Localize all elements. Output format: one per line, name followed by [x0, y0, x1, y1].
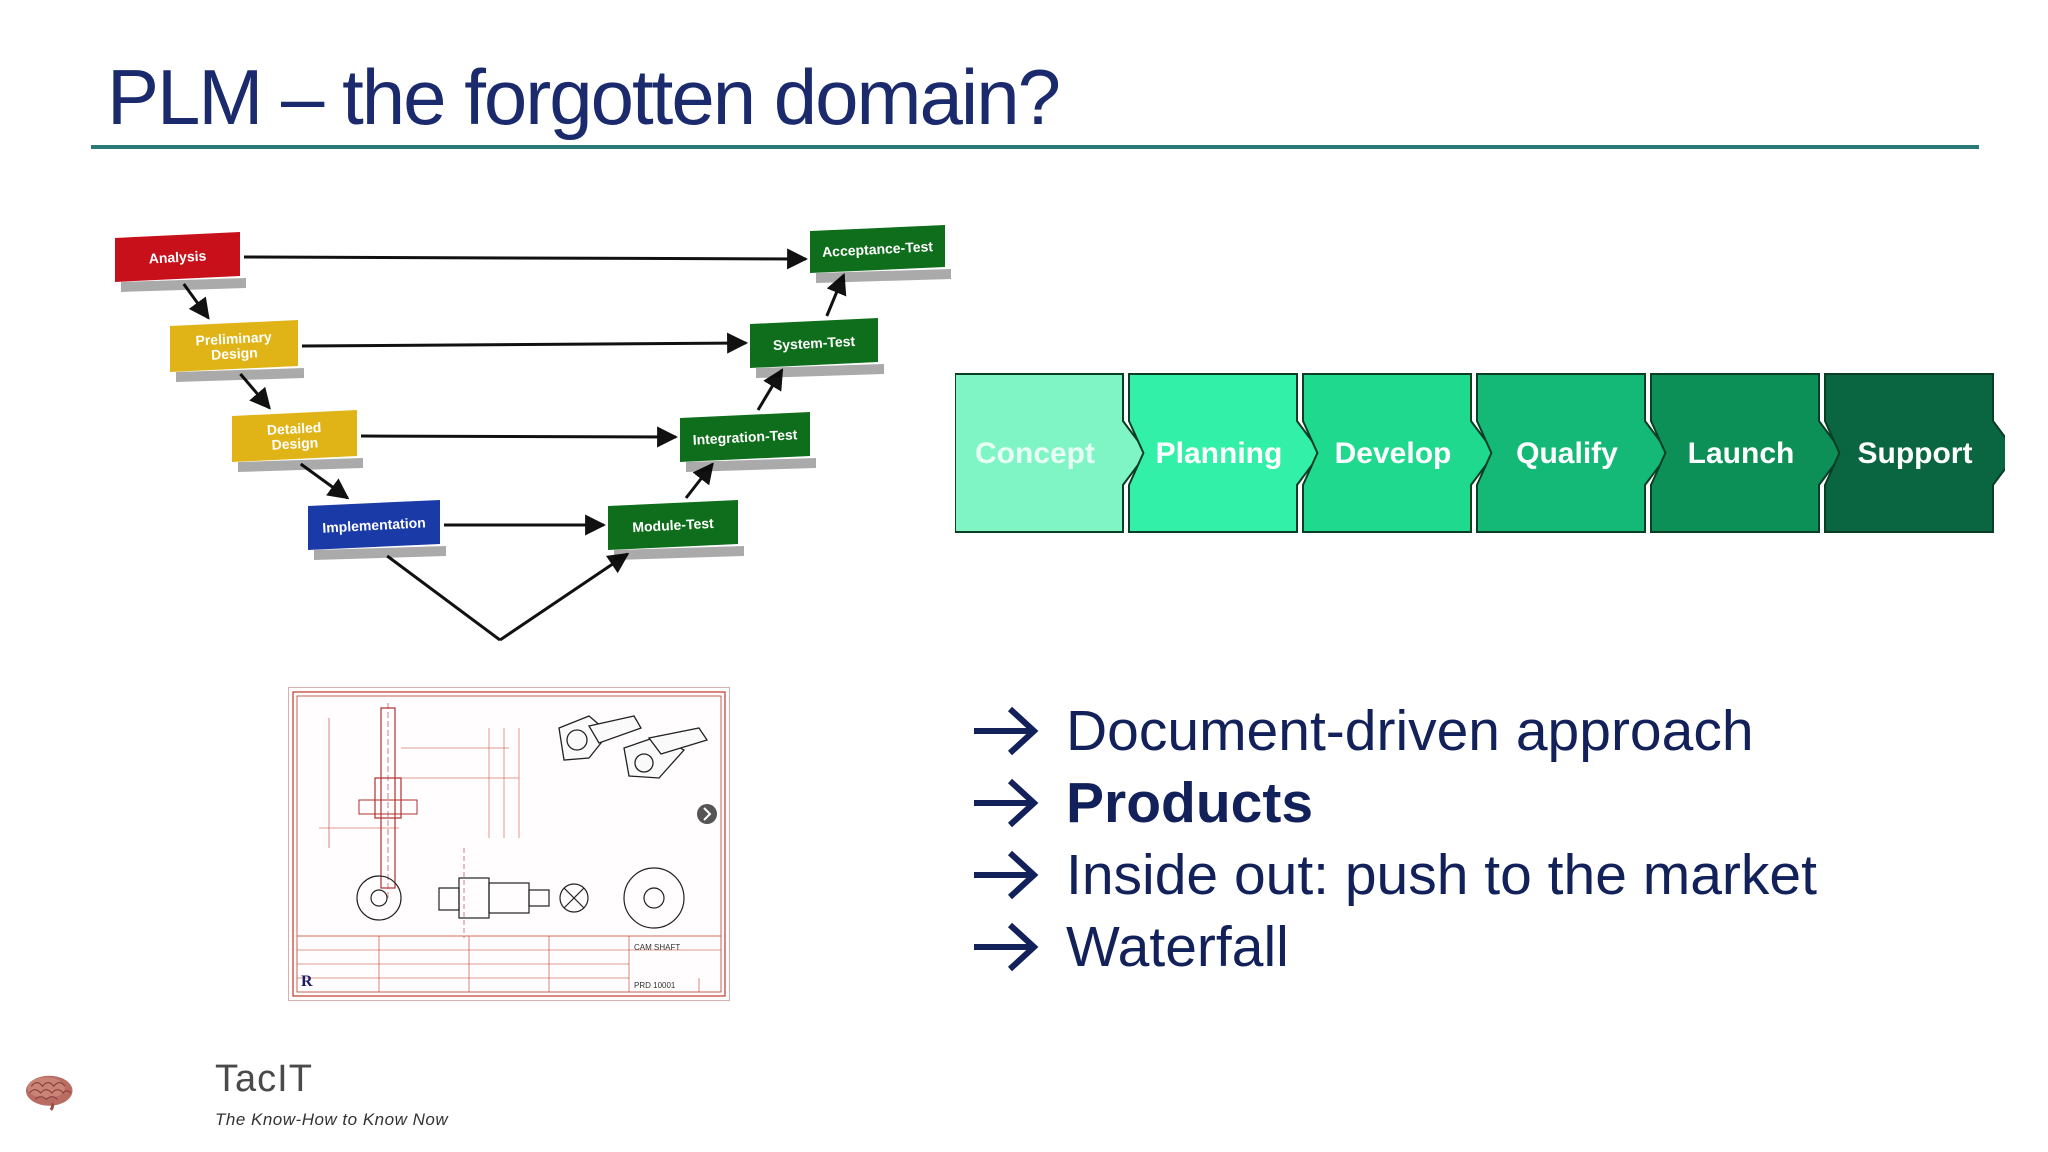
lifecycle-chevron-shape [955, 373, 1149, 533]
vmodel-up-arrow [825, 273, 847, 317]
lifecycle-chevron-shape [1302, 373, 1497, 533]
vmodel-step-label: Preliminary [195, 329, 272, 349]
bullet-item: Waterfall [970, 911, 1817, 983]
next-arrow-icon [697, 804, 717, 824]
lifecycle-stage-label: Develop [1335, 437, 1452, 470]
vmodel-up-arrow [756, 368, 784, 411]
lifecycle-stage-label: Qualify [1516, 437, 1618, 470]
right-arrow-icon [974, 706, 1039, 756]
right-arrow-icon [974, 850, 1039, 900]
engineering-drawing: R CAM SHAFT PRD 10001 [288, 687, 730, 1001]
lifecycle-stage-label: Planning [1156, 437, 1283, 470]
vmodel-right-step-3: Module-Test [608, 500, 744, 560]
bullet-item: Products [970, 767, 1817, 839]
drawing-sheet: R CAM SHAFT PRD 10001 [292, 691, 726, 997]
bullet-item: Inside out: push to the market [970, 839, 1817, 911]
drawing-part-number: PRD 10001 [634, 981, 676, 990]
bullet-text: Waterfall [1066, 915, 1289, 979]
vmodel-step-label: Implementation [322, 514, 426, 535]
drawing-title-block: CAM SHAFT [634, 943, 680, 952]
vmodel-up-arrow [684, 462, 714, 499]
vmodel-v-right-arrow [499, 552, 630, 642]
vmodel-horizontal-arrow [243, 248, 809, 270]
lifecycle-stage-label: Support [1858, 437, 1973, 470]
vmodel-step-label: Design [271, 434, 318, 452]
bullet-text: Document-driven approach [1066, 699, 1754, 763]
vmodel-step-label: Analysis [148, 247, 207, 266]
brand-tagline: The Know-How to Know Now [215, 1110, 449, 1129]
title-underline [91, 145, 1979, 149]
vmodel-step-label: Integration-Test [692, 426, 798, 447]
lifecycle-stage-label: Concept [975, 437, 1095, 470]
right-arrow-icon [974, 778, 1039, 828]
lifecycle-stage-2: Develop [1302, 373, 1497, 533]
v-model-diagram: AnalysisPreliminaryDesignDetailedDesignI… [115, 225, 951, 642]
lifecycle-stage-5: Support [1824, 373, 2005, 533]
lifecycle-chevron-shape [1824, 373, 2005, 533]
slide-title: PLM – the forgotten domain? [107, 53, 1061, 141]
bullet-text: Products [1066, 771, 1314, 835]
vmodel-right-step-0: Acceptance-Test [810, 225, 951, 283]
lifecycle-stage-4: Launch [1650, 373, 1845, 533]
vmodel-step-label: Detailed [266, 419, 321, 438]
vmodel-step-label: Acceptance-Test [822, 238, 934, 260]
lifecycle-stage-0: Concept [955, 373, 1149, 533]
bullet-text: Inside out: push to the market [1066, 843, 1817, 907]
vmodel-step-label: Module-Test [632, 515, 714, 535]
lifecycle-chevrons: Concept Planning Develop Qualify Launch Suppo… [955, 373, 2005, 533]
vmodel-down-arrow [299, 462, 350, 500]
vmodel-right-step-2: Integration-Test [680, 412, 816, 472]
vmodel-horizontal-arrow [301, 332, 749, 354]
vmodel-left-step-0: Analysis [115, 232, 246, 292]
brand-name: TacIT [215, 1058, 313, 1100]
svg-text:R: R [301, 973, 313, 990]
vmodel-down-arrow [182, 283, 210, 320]
lifecycle-chevron-shape [1128, 373, 1323, 533]
lifecycle-stage-3: Qualify [1476, 373, 1671, 533]
vmodel-right-step-1: System-Test [750, 318, 884, 378]
lifecycle-chevron-shape [1476, 373, 1671, 533]
bullet-item: Document-driven approach [970, 695, 1817, 767]
vmodel-left-step-3: Implementation [308, 500, 446, 560]
lifecycle-stage-label: Launch [1688, 437, 1795, 470]
lifecycle-chevron-shape [1650, 373, 1845, 533]
brain-logo-icon [26, 1075, 73, 1111]
vmodel-v-left-stroke [386, 554, 501, 642]
lifecycle-stage-1: Planning [1128, 373, 1323, 533]
vmodel-step-label: Design [211, 344, 258, 362]
vmodel-horizontal-arrow [360, 426, 679, 448]
vmodel-down-arrow [239, 373, 271, 410]
vmodel-step-label: System-Test [773, 333, 856, 353]
right-arrow-icon [974, 922, 1039, 972]
